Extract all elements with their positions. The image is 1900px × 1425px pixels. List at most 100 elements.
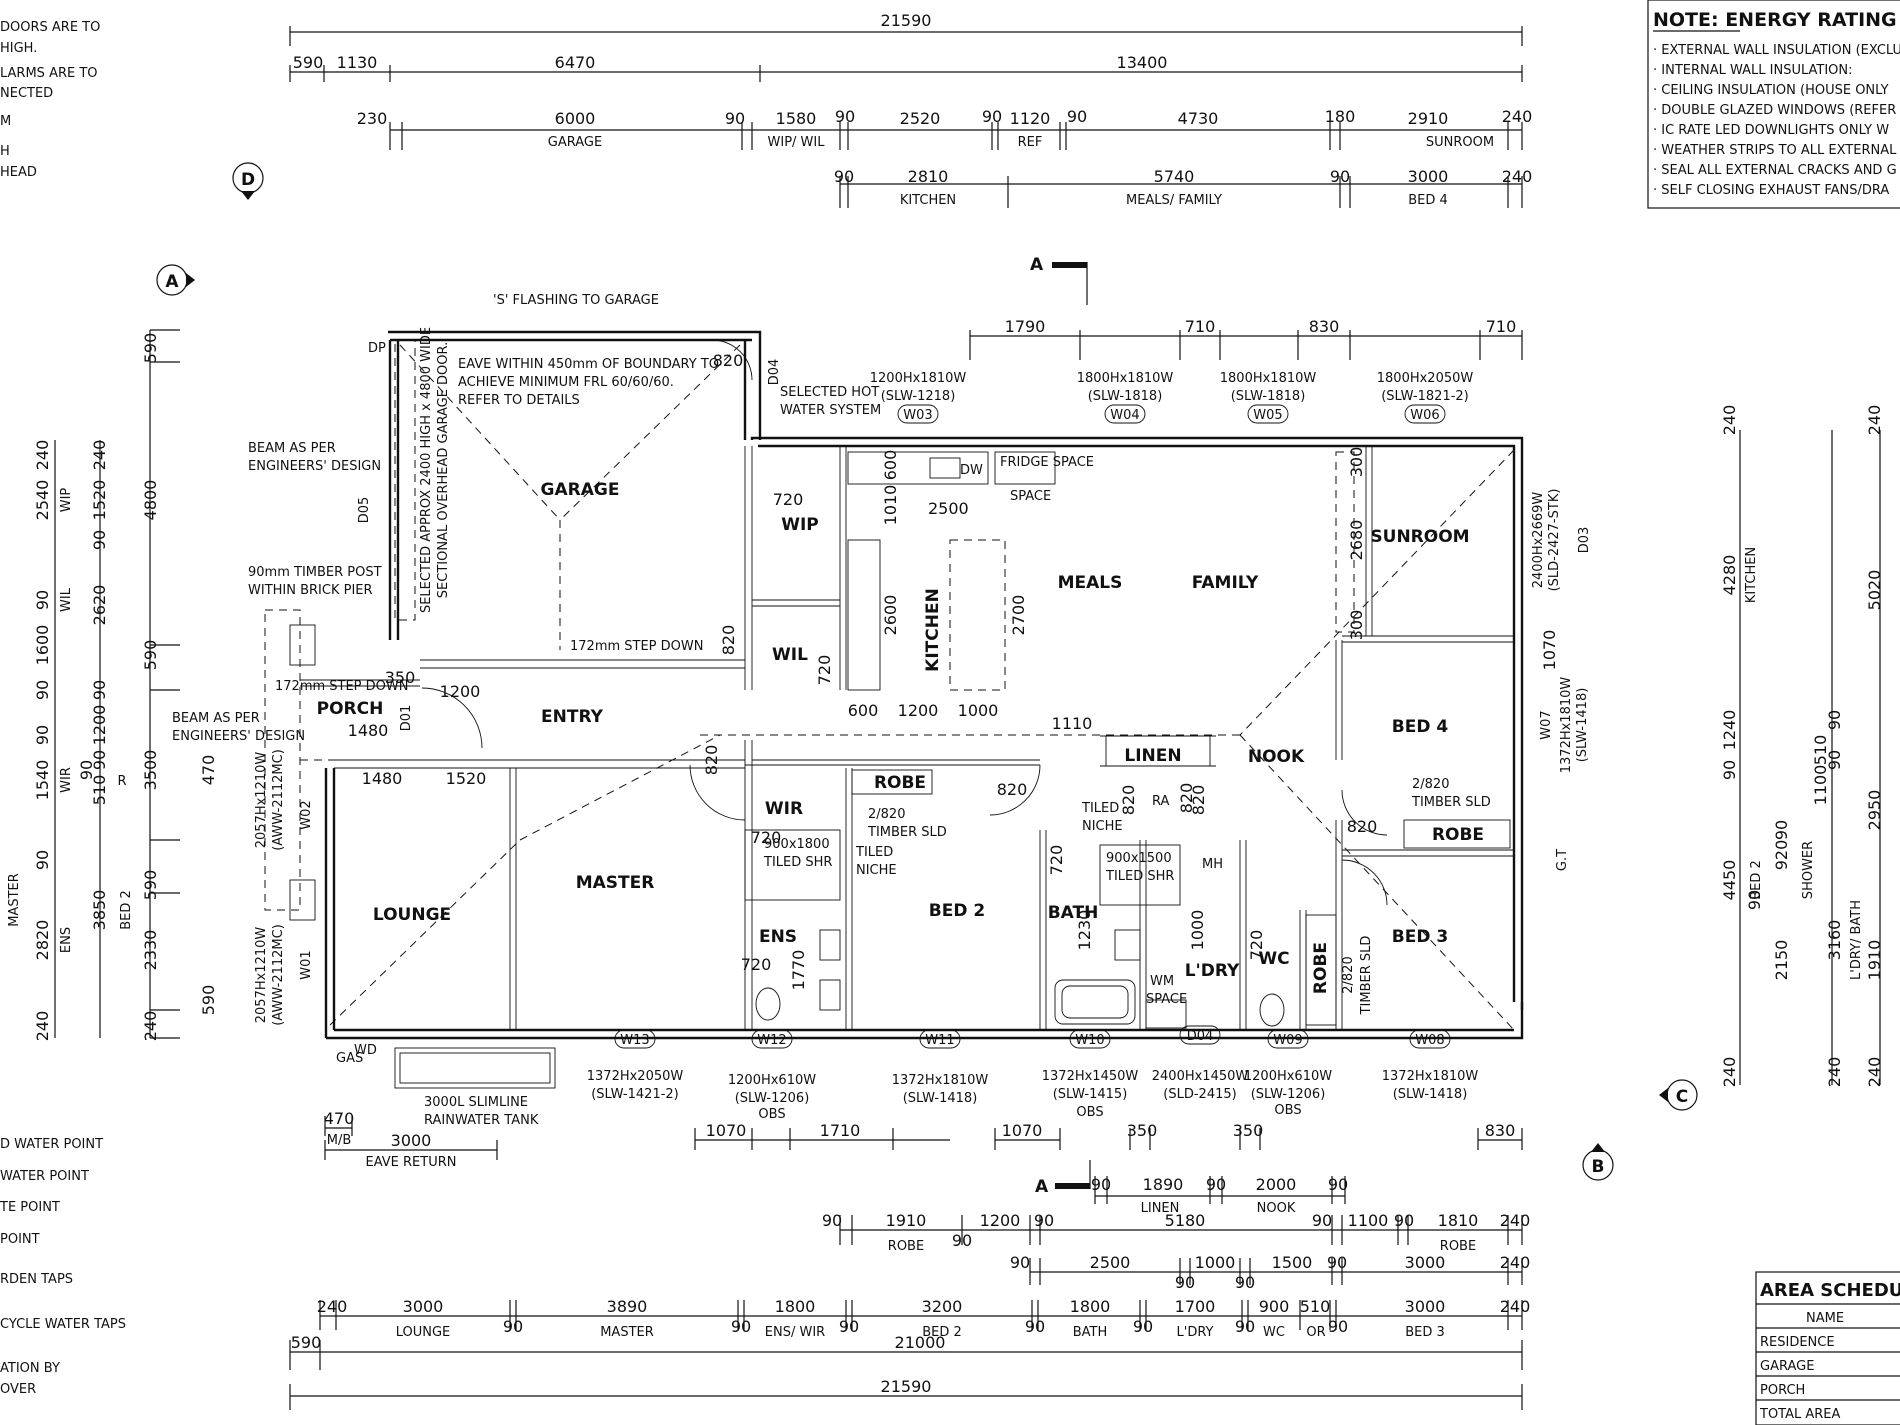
svg-text:M/B: M/B bbox=[327, 1133, 352, 1148]
svg-text:3000: 3000 bbox=[1405, 1253, 1446, 1272]
svg-text:BEAM AS PER: BEAM AS PER bbox=[172, 711, 260, 726]
svg-text:820: 820 bbox=[997, 780, 1028, 799]
svg-text:(AWW-2112MC): (AWW-2112MC) bbox=[271, 924, 286, 1026]
svg-text:590: 590 bbox=[141, 640, 160, 671]
svg-text:90: 90 bbox=[1330, 167, 1350, 186]
svg-text:SECTIONAL OVERHEAD GARAGE DOOR: SECTIONAL OVERHEAD GARAGE DOOR. bbox=[436, 342, 451, 598]
svg-text:350: 350 bbox=[1233, 1121, 1264, 1140]
room-wil: WIL bbox=[772, 645, 808, 665]
svg-text:1480: 1480 bbox=[362, 769, 403, 788]
svg-text:1120: 1120 bbox=[1010, 109, 1051, 128]
svg-text:920: 920 bbox=[1772, 840, 1791, 871]
svg-text:820: 820 bbox=[1347, 817, 1378, 836]
svg-text:90: 90 bbox=[33, 680, 52, 700]
legend-item: WATER POINT bbox=[0, 1169, 89, 1184]
svg-text:720: 720 bbox=[773, 490, 804, 509]
svg-text:1130: 1130 bbox=[337, 53, 378, 72]
svg-text:W02: W02 bbox=[299, 800, 314, 829]
svg-text:5180: 5180 bbox=[1165, 1211, 1206, 1230]
svg-text:MASTER: MASTER bbox=[7, 873, 22, 927]
left-note: HEAD bbox=[0, 165, 37, 180]
svg-text:1070: 1070 bbox=[1002, 1121, 1043, 1140]
svg-text:90: 90 bbox=[33, 725, 52, 745]
svg-text:6000: 6000 bbox=[555, 109, 596, 128]
svg-text:90: 90 bbox=[1235, 1273, 1255, 1292]
svg-text:240: 240 bbox=[1500, 1211, 1531, 1230]
svg-text:W07: W07 bbox=[1539, 710, 1554, 739]
window-w02: 2057Hx1210W (AWW-2112MC) W02 bbox=[254, 749, 314, 851]
svg-text:4280: 4280 bbox=[1720, 555, 1739, 596]
svg-text:830: 830 bbox=[1309, 317, 1340, 336]
svg-text:1100: 1100 bbox=[1811, 765, 1830, 806]
svg-text:1200: 1200 bbox=[90, 705, 109, 746]
svg-text:900x1800: 900x1800 bbox=[764, 837, 830, 852]
svg-text:G.T: G.T bbox=[1555, 849, 1570, 871]
svg-text:3160: 3160 bbox=[1825, 920, 1844, 961]
svg-text:1910: 1910 bbox=[886, 1211, 927, 1230]
svg-text:1070: 1070 bbox=[1540, 630, 1559, 671]
svg-text:NOOK: NOOK bbox=[1257, 1201, 1296, 1216]
svg-text:1200: 1200 bbox=[980, 1211, 1021, 1230]
window-w07: 1372Hx1810W (SLW-1418) W07 bbox=[1539, 677, 1590, 774]
svg-text:L'DRY/ BATH: L'DRY/ BATH bbox=[1849, 900, 1864, 980]
svg-text:4450: 4450 bbox=[1720, 860, 1739, 901]
svg-text:2620: 2620 bbox=[90, 585, 109, 626]
svg-text:1800: 1800 bbox=[775, 1297, 816, 1316]
svg-text:A: A bbox=[1030, 255, 1044, 275]
svg-text:TIMBER SLD: TIMBER SLD bbox=[867, 825, 947, 840]
svg-text:5020: 5020 bbox=[1865, 570, 1884, 611]
house-walls bbox=[264, 330, 1524, 1089]
svg-text:ENS: ENS bbox=[59, 927, 74, 953]
svg-text:240: 240 bbox=[1865, 405, 1884, 436]
svg-text:GAS: GAS bbox=[336, 1051, 363, 1066]
top-dimensions: 21590 590 1130 6470 13400 230 6000 90 15… bbox=[289, 11, 1532, 360]
svg-text:90: 90 bbox=[952, 1231, 972, 1250]
svg-text:W11: W11 bbox=[925, 1033, 954, 1048]
svg-text:90: 90 bbox=[1825, 710, 1844, 730]
svg-text:'S' FLASHING TO GARAGE: 'S' FLASHING TO GARAGE bbox=[493, 293, 659, 308]
svg-text:TILED: TILED bbox=[855, 845, 893, 860]
room-porch: PORCH bbox=[317, 699, 384, 719]
svg-text:900x1500: 900x1500 bbox=[1106, 851, 1172, 866]
svg-text:470: 470 bbox=[199, 755, 218, 786]
svg-text:MEALS/ FAMILY: MEALS/ FAMILY bbox=[1126, 193, 1222, 208]
svg-text:W01: W01 bbox=[299, 950, 314, 979]
room-robe-bed4: ROBE bbox=[1432, 825, 1484, 845]
energy-note-item: · WEATHER STRIPS TO ALL EXTERNAL bbox=[1653, 143, 1897, 158]
svg-text:W10: W10 bbox=[1075, 1033, 1104, 1048]
room-wir: WIR bbox=[765, 799, 803, 819]
area-schedule-header: NAME bbox=[1806, 1311, 1844, 1326]
svg-text:90: 90 bbox=[77, 760, 96, 780]
svg-text:1890: 1890 bbox=[1143, 1175, 1184, 1194]
svg-text:90: 90 bbox=[1312, 1211, 1332, 1230]
area-row: GARAGE bbox=[1760, 1359, 1814, 1374]
svg-text:820: 820 bbox=[1119, 785, 1138, 816]
svg-text:ROBE: ROBE bbox=[1440, 1239, 1476, 1254]
svg-text:240: 240 bbox=[141, 1011, 160, 1042]
room-meals: MEALS bbox=[1058, 573, 1123, 593]
legend-item: D WATER POINT bbox=[0, 1137, 103, 1152]
svg-text:1200Hx1810W: 1200Hx1810W bbox=[870, 371, 967, 386]
svg-text:4800: 4800 bbox=[141, 480, 160, 521]
energy-note-item: · DOUBLE GLAZED WINDOWS (REFER bbox=[1653, 103, 1896, 118]
svg-text:2520: 2520 bbox=[900, 109, 941, 128]
svg-text:2000: 2000 bbox=[1256, 1175, 1297, 1194]
svg-text:3000L SLIMLINE: 3000L SLIMLINE bbox=[424, 1095, 528, 1110]
svg-text:350: 350 bbox=[385, 668, 416, 687]
svg-text:2150: 2150 bbox=[1772, 940, 1791, 981]
svg-text:ACHIEVE MINIMUM FRL 60/60/60.: ACHIEVE MINIMUM FRL 60/60/60. bbox=[458, 375, 674, 390]
svg-text:2700: 2700 bbox=[1009, 595, 1028, 636]
svg-text:KITCHEN: KITCHEN bbox=[900, 193, 956, 208]
svg-text:BED 2: BED 2 bbox=[1749, 860, 1764, 900]
svg-text:2810: 2810 bbox=[908, 167, 949, 186]
left-note: HIGH. bbox=[0, 41, 37, 56]
svg-text:D04: D04 bbox=[1187, 1029, 1214, 1044]
left-note: LARMS ARE TO bbox=[0, 66, 98, 81]
svg-text:172mm STEP DOWN: 172mm STEP DOWN bbox=[275, 679, 408, 694]
svg-text:172mm STEP DOWN: 172mm STEP DOWN bbox=[570, 639, 703, 654]
svg-text:BED 2: BED 2 bbox=[922, 1325, 962, 1340]
svg-text:1372Hx2050W: 1372Hx2050W bbox=[587, 1069, 684, 1084]
room-family: FAMILY bbox=[1192, 573, 1259, 593]
svg-text:WITHIN BRICK PIER: WITHIN BRICK PIER bbox=[248, 583, 373, 598]
svg-text:3890: 3890 bbox=[607, 1297, 648, 1316]
